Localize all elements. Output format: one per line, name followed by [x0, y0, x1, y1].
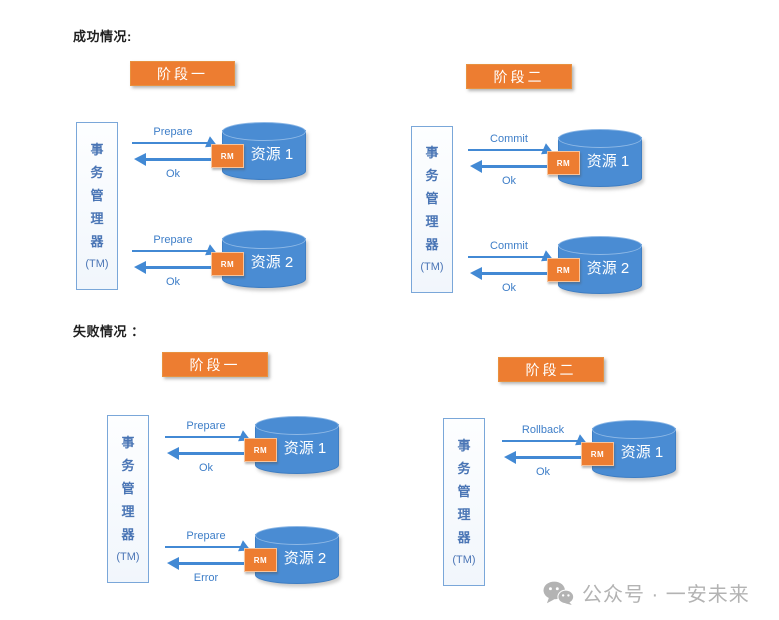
resource-label: 资源 1 — [283, 440, 327, 457]
exchange-row: Prepare Error RM 资源 2 — [165, 526, 380, 588]
tm-char: 事 — [425, 145, 439, 160]
exchange-row: Rollback Ok RM 资源 1 — [502, 420, 717, 482]
transaction-manager-box: 事 务 管 理 器 (TM) — [107, 415, 149, 583]
exchange-row: Prepare Ok RM 资源 1 — [165, 416, 380, 478]
request-arrow-icon — [132, 244, 220, 260]
tm-abbr: (TM) — [452, 553, 476, 566]
request-label: Commit — [490, 133, 528, 145]
tm-char: 管 — [457, 483, 471, 499]
phase-banner: 阶段二 — [466, 64, 572, 89]
success-section-title: 成功情况: — [73, 29, 132, 44]
phase-banner-label: 阶段二 — [493, 68, 545, 85]
response-arrow-icon — [470, 267, 550, 281]
rm-badge: RM — [244, 438, 277, 462]
response-label: Ok — [535, 466, 551, 478]
request-label: Prepare — [186, 420, 226, 432]
tm-abbr: (TM) — [85, 257, 109, 270]
response-label: Ok — [198, 462, 214, 474]
response-arrow-icon — [167, 557, 247, 571]
response-arrow-icon — [134, 153, 214, 167]
resource-label: 资源 1 — [250, 146, 294, 163]
tm-char: 理 — [90, 210, 104, 226]
tm-char: 理 — [425, 214, 439, 229]
resource-label: 资源 2 — [283, 550, 327, 567]
phase-banner-label: 阶段一 — [157, 65, 208, 82]
resource-cylinder: 资源 1 — [222, 122, 306, 180]
tm-char: 务 — [121, 457, 135, 473]
request-arrow-icon — [468, 143, 556, 159]
request-arrow-icon — [132, 136, 220, 152]
request-label: Rollback — [521, 424, 565, 436]
phase-banner: 阶段一 — [130, 61, 235, 86]
tm-char: 理 — [457, 506, 471, 522]
tm-char: 器 — [457, 529, 471, 545]
tm-char: 务 — [90, 164, 104, 180]
resource-label: 资源 2 — [250, 254, 294, 271]
resource-label: 资源 2 — [586, 260, 630, 277]
exchange-row: Prepare Ok RM 资源 1 — [132, 122, 347, 184]
tm-char: 务 — [457, 460, 471, 476]
request-arrow-icon — [502, 434, 590, 450]
phase-banner-label: 阶段一 — [189, 356, 241, 373]
response-label: Ok — [501, 175, 517, 187]
request-label: Prepare — [186, 530, 226, 542]
resource-cylinder: 资源 1 — [558, 129, 642, 187]
request-label: Prepare — [153, 234, 193, 246]
transaction-manager-box: 事 务 管 理 器 (TM) — [411, 126, 453, 293]
response-arrow-icon — [470, 160, 550, 174]
response-label: Ok — [501, 282, 517, 294]
tm-abbr: (TM) — [420, 261, 444, 273]
tm-char: 事 — [90, 141, 104, 157]
tm-char: 器 — [121, 526, 135, 542]
resource-cylinder: 资源 1 — [592, 420, 676, 478]
resource-cylinder: 资源 2 — [222, 230, 306, 288]
transaction-manager-box: 事 务 管 理 器 (TM) — [443, 418, 485, 586]
tm-char: 事 — [457, 437, 471, 453]
phase-banner: 阶段二 — [498, 357, 604, 382]
phase-banner: 阶段一 — [162, 352, 268, 377]
tm-char: 事 — [121, 434, 135, 450]
request-arrow-icon — [165, 430, 253, 446]
exchange-row: Prepare Ok RM 资源 2 — [132, 230, 347, 292]
tm-char: 管 — [90, 187, 104, 203]
response-label: Ok — [165, 168, 181, 180]
rm-badge: RM — [211, 252, 244, 276]
response-label: Error — [193, 572, 219, 584]
request-label: Commit — [490, 240, 528, 252]
request-label: Prepare — [153, 126, 193, 138]
resource-label: 资源 1 — [586, 153, 630, 170]
response-arrow-icon — [504, 451, 584, 465]
exchange-row: Commit Ok RM 资源 1 — [468, 129, 683, 191]
failure-section-title: 失败情况 ： — [73, 324, 145, 339]
watermark: 公众号 · 一安未来 — [543, 578, 750, 607]
rm-badge: RM — [244, 548, 277, 572]
tm-char: 理 — [121, 503, 135, 519]
tm-abbr: (TM) — [116, 550, 140, 563]
rm-badge: RM — [547, 151, 580, 175]
exchange-row: Commit Ok RM 资源 2 — [468, 236, 683, 298]
tm-char: 器 — [425, 237, 439, 252]
tm-char: 器 — [90, 233, 104, 249]
rm-badge: RM — [547, 258, 580, 282]
response-label: Ok — [165, 276, 181, 288]
request-arrow-icon — [468, 250, 556, 266]
resource-label: 资源 1 — [620, 444, 664, 461]
response-arrow-icon — [167, 447, 247, 461]
rm-badge: RM — [581, 442, 614, 466]
response-arrow-icon — [134, 261, 214, 275]
phase-banner-label: 阶段二 — [525, 361, 577, 378]
tm-char: 务 — [425, 168, 439, 183]
tm-char: 管 — [121, 480, 135, 496]
watermark-text: 公众号 · 一安未来 — [582, 584, 750, 606]
wechat-icon — [543, 581, 575, 605]
transaction-manager-box: 事 务 管 理 器 (TM) — [76, 122, 118, 290]
request-arrow-icon — [165, 540, 253, 556]
tm-char: 管 — [425, 191, 439, 206]
rm-badge: RM — [211, 144, 244, 168]
